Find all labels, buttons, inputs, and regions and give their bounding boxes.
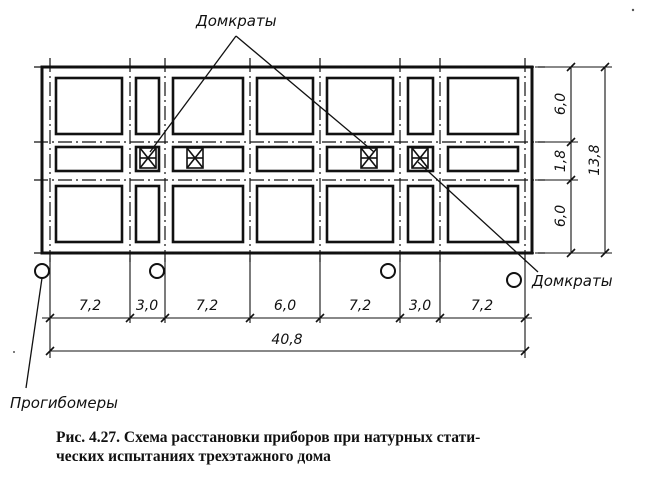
dim-span-top: 6,0 — [553, 93, 569, 115]
dim-bay-6: 3,0 — [409, 298, 431, 314]
scan-speck — [631, 8, 635, 12]
horizontal-dimension-lines — [42, 258, 532, 358]
jack-marker — [139, 147, 157, 169]
jack-leader-lines — [149, 35, 539, 273]
dim-bay-2: 3,0 — [136, 298, 158, 314]
gauge-circle — [34, 263, 50, 279]
caption-line-2: ческих испытаниях трехэтажного дома — [56, 448, 331, 465]
gauge-circle — [149, 263, 165, 279]
building-outline — [34, 58, 545, 262]
gauge-circle — [506, 272, 522, 288]
scan-speck — [13, 351, 15, 353]
deflection-gauges — [34, 263, 522, 288]
jacks-label-bottom: Домкраты — [531, 272, 613, 290]
jack-marker — [186, 147, 204, 169]
gauge-circle — [380, 263, 396, 279]
jack-markers — [139, 147, 429, 169]
dim-bay-1: 7,2 — [79, 298, 101, 314]
jacks-label-top: Домкраты — [195, 12, 277, 30]
gauge-leader-line — [25, 277, 43, 389]
horizontal-dimension-values: 7,2 3,0 7,2 6,0 7,2 3,0 7,2 40,8 — [79, 298, 493, 348]
dim-span-corridor: 1,8 — [553, 150, 569, 172]
dim-bay-5: 7,2 — [349, 298, 371, 314]
dim-total-length: 40,8 — [271, 332, 302, 348]
dim-bay-4: 6,0 — [274, 298, 296, 314]
dim-bay-3: 7,2 — [196, 298, 218, 314]
floor-panels — [54, 76, 520, 244]
deflection-gauges-label: Прогибомеры — [10, 394, 118, 412]
dim-span-bottom: 6,0 — [553, 205, 569, 227]
dim-bay-7: 7,2 — [471, 298, 493, 314]
dim-total-width: 13,8 — [587, 144, 603, 175]
jack-marker — [411, 147, 429, 169]
jack-marker — [360, 147, 378, 169]
figure-caption: Рис. 4.27. Схема расстановки приборов пр… — [56, 428, 636, 466]
vertical-dimension-lines — [535, 62, 612, 258]
caption-line-1: Рис. 4.27. Схема расстановки приборов пр… — [56, 429, 481, 446]
